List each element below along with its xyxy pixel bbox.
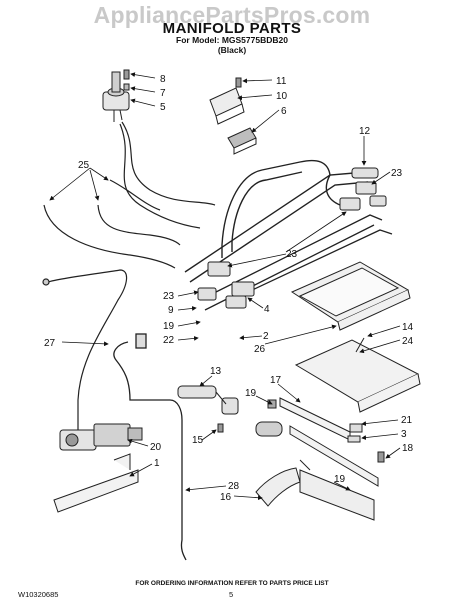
leader-24 <box>359 339 401 354</box>
tube-part-28 <box>113 333 187 561</box>
callout-4: 4 <box>264 304 270 315</box>
callout-2: 2 <box>263 331 269 342</box>
screw-part-11 <box>235 77 242 88</box>
leader-19b <box>255 395 273 405</box>
leader-25a <box>49 167 91 201</box>
leader-19a <box>177 320 201 327</box>
callout-14: 14 <box>402 322 414 333</box>
valve-body-part-20 <box>59 423 143 451</box>
screw-part-8 <box>123 69 130 80</box>
callout-23-middle: 23 <box>286 249 298 260</box>
leader-21 <box>361 419 399 426</box>
callout-10: 10 <box>276 91 288 102</box>
callout-8: 8 <box>160 74 166 85</box>
callout-1: 1 <box>154 458 160 469</box>
leader-3 <box>361 433 399 440</box>
callout-15: 15 <box>192 435 204 446</box>
leader-5 <box>130 98 156 107</box>
callout-9: 9 <box>168 305 174 316</box>
leader-28 <box>185 485 227 492</box>
callout-5: 5 <box>160 102 166 113</box>
leader-26 <box>264 324 337 345</box>
valve-assembly-part-5 <box>102 71 130 122</box>
leader-14 <box>367 325 401 338</box>
heat-shield-part-24 <box>294 339 421 413</box>
leader-4 <box>247 297 264 309</box>
valve-cluster-lower <box>197 261 255 309</box>
leader-23d <box>177 290 199 297</box>
clip-part-14 <box>355 337 365 353</box>
leader-18 <box>385 447 401 459</box>
valve-cluster-upper <box>339 167 387 211</box>
leader-27 <box>61 341 109 347</box>
callout-19-lower: 19 <box>334 474 346 485</box>
callout-18: 18 <box>402 443 414 454</box>
document-number: W10320685 <box>18 590 59 599</box>
model-line: For Model: MGS5775BDB20 <box>176 35 288 45</box>
callout-23-right: 23 <box>391 168 403 179</box>
ordering-note: FOR ORDERING INFORMATION REFER TO PARTS … <box>135 580 329 587</box>
leader-23b <box>227 253 287 268</box>
callout-28: 28 <box>228 481 240 492</box>
screw-part-15 <box>217 423 224 433</box>
callout-21: 21 <box>401 415 413 426</box>
leader-6 <box>251 109 280 133</box>
washer-part-7 <box>123 83 130 91</box>
leader-20 <box>127 438 149 447</box>
screw-part-18 <box>377 451 385 463</box>
callout-16: 16 <box>220 492 232 503</box>
burner-tray-part-26 <box>290 261 411 331</box>
callout-12: 12 <box>359 126 371 137</box>
gas-line-part-27 <box>42 269 128 430</box>
callout-25: 25 <box>78 160 90 171</box>
leader-23c <box>285 211 347 253</box>
callout-6: 6 <box>281 106 287 117</box>
leader-8 <box>130 72 156 79</box>
callout-17: 17 <box>270 375 282 386</box>
callout-11: 11 <box>276 76 287 87</box>
watermark: AppliancePartsPros.com <box>93 2 371 28</box>
leader-2 <box>239 335 263 341</box>
leader-13 <box>199 375 213 387</box>
color-line: (Black) <box>217 45 247 55</box>
leader-19c <box>333 481 351 491</box>
leader-25b <box>89 169 100 201</box>
callout-19-middle: 19 <box>245 388 257 399</box>
leader-16 <box>233 495 263 501</box>
rail-part-17 <box>255 397 379 487</box>
callout-22: 22 <box>163 335 175 346</box>
leader-23a <box>371 171 391 185</box>
callout-13: 13 <box>210 366 222 377</box>
leader-10 <box>237 94 273 101</box>
leader-7 <box>130 86 156 93</box>
page-number: 5 <box>229 590 234 599</box>
fitting-part-13 <box>177 385 239 415</box>
callout-7: 7 <box>160 88 166 99</box>
leader-17 <box>277 383 301 403</box>
leader-11 <box>242 78 273 84</box>
leader-9 <box>177 306 197 311</box>
igniter-part-3 <box>347 423 363 443</box>
leader-1 <box>129 463 153 477</box>
mounting-plate-part-1 <box>53 453 139 513</box>
callout-3: 3 <box>401 429 407 440</box>
callout-24: 24 <box>402 336 414 347</box>
callout-27: 27 <box>44 338 56 349</box>
ignition-wires-part-25 <box>43 121 216 269</box>
terminal-block-part-6 <box>227 127 257 155</box>
callout-23-left: 23 <box>163 291 175 302</box>
bracket-part-10 <box>209 87 245 125</box>
leader-25c <box>89 167 109 181</box>
leader-22 <box>177 336 199 341</box>
callout-20: 20 <box>150 442 162 453</box>
callout-26: 26 <box>254 344 266 355</box>
leader-15 <box>201 429 217 441</box>
page-title: MANIFOLD PARTS <box>162 20 302 37</box>
callout-19-upper: 19 <box>163 321 175 332</box>
